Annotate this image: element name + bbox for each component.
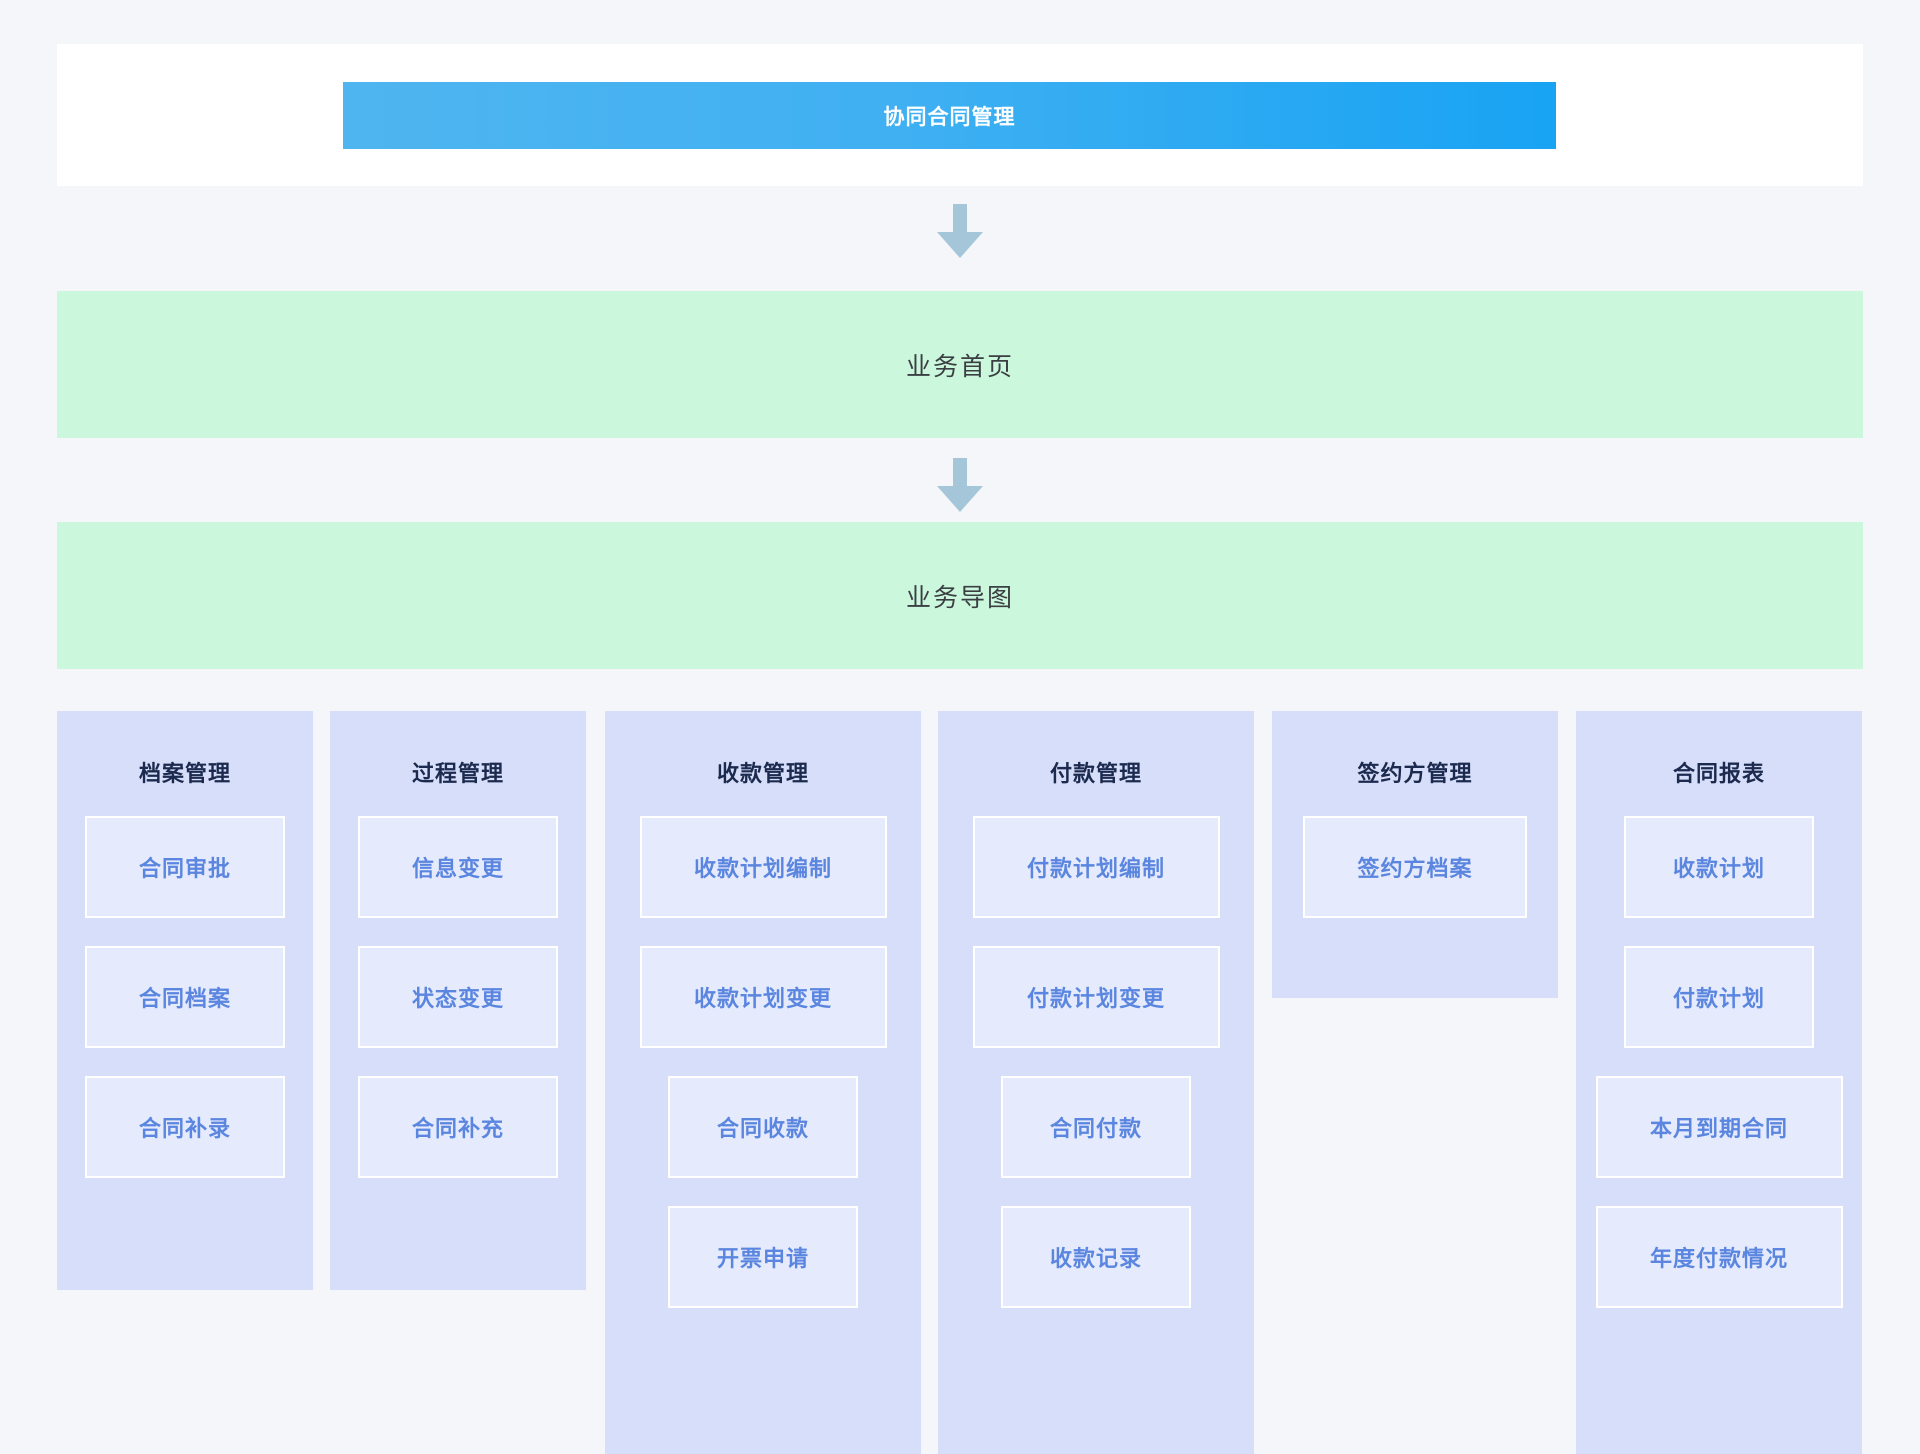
module-column-title: 付款管理 [1049, 761, 1142, 786]
module-item[interactable]: 合同收款 [668, 1076, 858, 1178]
module-column-title: 收款管理 [716, 761, 809, 786]
module-column-archive: 档案管理 合同审批 合同档案 合同补录 [57, 711, 313, 1290]
module-item[interactable]: 签约方档案 [1303, 816, 1527, 918]
module-item[interactable]: 开票申请 [668, 1206, 858, 1308]
module-item[interactable]: 收款计划变更 [639, 946, 887, 1048]
module-item[interactable]: 收款计划编制 [639, 816, 887, 918]
module-item[interactable]: 合同付款 [1001, 1076, 1191, 1178]
module-item[interactable]: 付款计划 [1624, 946, 1814, 1048]
module-item[interactable]: 合同档案 [85, 946, 285, 1048]
flow-step-label: 业务首页 [905, 352, 1014, 381]
module-item[interactable]: 合同补充 [358, 1076, 558, 1178]
module-column-payables: 付款管理 付款计划编制 付款计划变更 合同付款 收款记录 [938, 711, 1254, 1454]
module-item-list: 收款计划 付款计划 本月到期合同 年度付款情况 [1576, 816, 1862, 1308]
module-column-process: 过程管理 信息变更 状态变更 合同补充 [330, 711, 586, 1290]
page-title: 协同合同管理 [883, 105, 1016, 129]
module-item[interactable]: 状态变更 [358, 946, 558, 1048]
app-title-bar: 协同合同管理 [343, 82, 1556, 149]
flow-step-business-map[interactable]: 业务导图 [57, 522, 1863, 669]
module-column-reports: 合同报表 收款计划 付款计划 本月到期合同 年度付款情况 [1576, 711, 1862, 1454]
module-item[interactable]: 付款计划变更 [972, 946, 1220, 1048]
module-column-counterparty: 签约方管理 签约方档案 [1272, 711, 1558, 998]
module-item[interactable]: 收款计划 [1624, 816, 1814, 918]
module-item[interactable]: 合同补录 [85, 1076, 285, 1178]
module-item-list: 信息变更 状态变更 合同补充 [330, 816, 586, 1178]
module-item-list: 付款计划编制 付款计划变更 合同付款 收款记录 [938, 816, 1254, 1308]
module-item[interactable]: 付款计划编制 [972, 816, 1220, 918]
module-item-list: 收款计划编制 收款计划变更 合同收款 开票申请 [605, 816, 921, 1308]
arrow-down-icon [937, 458, 983, 512]
module-item-list: 签约方档案 [1272, 816, 1558, 918]
module-item[interactable]: 信息变更 [358, 816, 558, 918]
module-column-title: 档案管理 [138, 761, 231, 786]
module-column-title: 签约方管理 [1357, 761, 1473, 786]
module-column-title: 合同报表 [1672, 761, 1765, 786]
header-band: 协同合同管理 [57, 44, 1863, 186]
module-item[interactable]: 年度付款情况 [1595, 1206, 1843, 1308]
module-item[interactable]: 本月到期合同 [1595, 1076, 1843, 1178]
module-column-title: 过程管理 [411, 761, 504, 786]
module-columns: 档案管理 合同审批 合同档案 合同补录 过程管理 信息变更 状态变更 合同补充 … [0, 711, 1920, 1454]
arrow-down-icon [937, 204, 983, 258]
module-item[interactable]: 合同审批 [85, 816, 285, 918]
module-column-receivables: 收款管理 收款计划编制 收款计划变更 合同收款 开票申请 [605, 711, 921, 1454]
flow-step-business-home[interactable]: 业务首页 [57, 291, 1863, 438]
flow-step-label: 业务导图 [905, 583, 1014, 612]
module-item[interactable]: 收款记录 [1001, 1206, 1191, 1308]
module-item-list: 合同审批 合同档案 合同补录 [57, 816, 313, 1178]
